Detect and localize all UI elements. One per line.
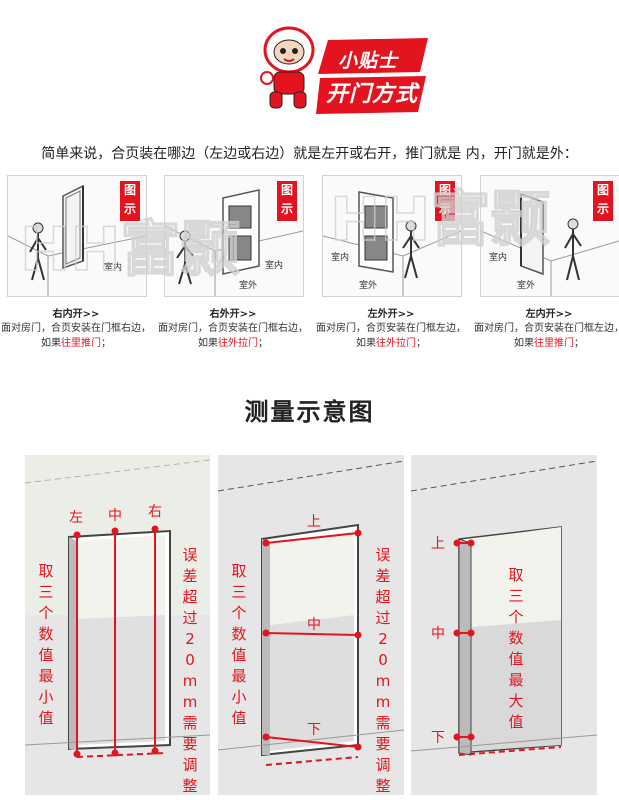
measure-label-middle: 中	[108, 508, 122, 524]
door-panel-right-inward: 图示 室内	[7, 175, 147, 297]
diagram-tag: 图示	[277, 181, 297, 221]
measure-label-bottom: 下	[307, 722, 321, 738]
tolerance-note: 误差超过20mm需要调整	[182, 546, 198, 795]
door-panel-right-outward: 图示 室内 室外	[164, 175, 304, 297]
mascot-logo	[258, 20, 320, 112]
min-value-note: 取三个数值最小值	[231, 562, 247, 727]
door-panel-left-inward: 图示 室内 室外	[480, 175, 619, 297]
door-type-desc: 面对房门，合页安装在门框右边，如果往外拉门；	[158, 323, 308, 349]
door-type-title: 左内开>>	[525, 309, 573, 320]
door-type-desc: 面对房门，合页安装在门框左边，如果往里推门；	[474, 323, 619, 349]
outside-label: 室外	[359, 281, 378, 291]
inside-label: 室内	[265, 261, 284, 271]
height-measure-diagram: 上 中 下 取三个数值最小值 误差超过20mm需要调整	[218, 455, 404, 795]
measure-label-middle: 中	[431, 626, 445, 642]
diagram-tag: 图示	[593, 181, 613, 221]
door-type-title: 左外开>>	[367, 309, 415, 320]
door-panel-left-outward: 图示 室内 室外	[322, 175, 462, 297]
diagram-tag: 图示	[120, 181, 140, 221]
door-type-desc: 面对房门，合页安装在门框右边，如果往里推门；	[1, 323, 151, 349]
measure-label-top: 上	[307, 514, 321, 530]
inside-label: 室内	[489, 253, 508, 263]
intro-text: 简单来说，合页装在哪边（左边或右边）就是左开或右开，推门就是 内，开门就是外：	[41, 146, 578, 162]
inside-label: 室内	[331, 253, 350, 263]
section-title: 测量示意图	[244, 398, 375, 426]
tips-badge: 小贴士 开门方式	[316, 38, 430, 116]
inside-label: 室内	[104, 263, 123, 273]
outside-label: 室外	[239, 281, 258, 291]
width-measure-diagram: 左 中 右 取三个数值最小值 误差超过20mm需要调整	[25, 455, 210, 795]
measure-label-bottom: 下	[431, 730, 445, 746]
measure-label-top: 上	[431, 536, 445, 552]
min-value-note: 取三个数值最小值	[38, 562, 54, 727]
outside-label: 室外	[517, 281, 536, 291]
tolerance-note: 误差超过20mm需要调整	[375, 546, 391, 795]
measure-label-middle: 中	[307, 617, 321, 633]
depth-measure-diagram: 上 中 下 取三个数值最大值	[411, 455, 597, 795]
measure-label-left: 左	[69, 510, 83, 526]
diagram-tag: 图示	[435, 181, 455, 221]
badge-line1: 小贴士	[338, 50, 399, 72]
measure-label-right: 右	[148, 504, 162, 520]
max-value-note: 取三个数值最大值	[508, 566, 524, 731]
badge-line2: 开门方式	[326, 82, 419, 107]
door-type-desc: 面对房门，合页安装在门框左边，如果往外拉门；	[316, 323, 466, 349]
door-type-title: 右内开>>	[52, 309, 100, 320]
door-type-title: 右外开>>	[209, 309, 257, 320]
